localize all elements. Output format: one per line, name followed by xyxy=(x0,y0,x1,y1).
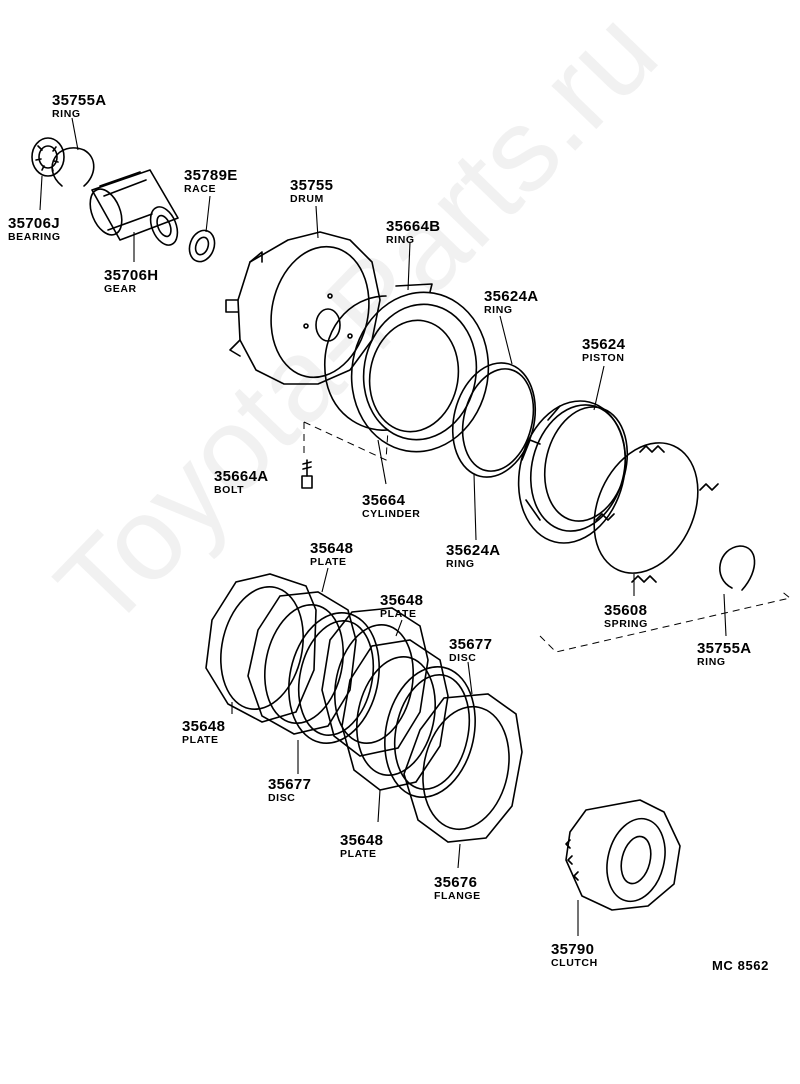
plate-35648-b[interactable] xyxy=(247,591,357,735)
plate-35648-a[interactable] xyxy=(205,573,317,723)
gear-35706h[interactable] xyxy=(84,169,183,249)
drum-35755[interactable] xyxy=(225,231,381,387)
flange-35676[interactable] xyxy=(403,693,523,843)
snap-ring-35755a-top[interactable] xyxy=(51,147,95,187)
clutch-pack xyxy=(205,573,523,843)
clutch-35790[interactable] xyxy=(565,799,681,911)
leader-lines xyxy=(39,117,727,936)
bearing-35706j[interactable] xyxy=(31,137,65,177)
ring-35664b[interactable] xyxy=(324,295,389,431)
snap-ring-35755a-right[interactable] xyxy=(719,545,756,591)
piston-35624[interactable] xyxy=(504,390,640,555)
diagram-code: MC 8562 xyxy=(712,958,769,973)
plate-35648-d[interactable] xyxy=(341,639,449,791)
ring-35624a-outer[interactable] xyxy=(441,354,547,486)
ring-35624a-inner[interactable] xyxy=(452,361,543,478)
cylinder-35664[interactable] xyxy=(339,281,501,462)
spring-35608[interactable] xyxy=(574,426,719,589)
alignment-lines xyxy=(303,421,792,653)
disc-35677-b[interactable] xyxy=(373,658,487,805)
race-35789e[interactable] xyxy=(185,227,218,265)
disc-35677-a[interactable] xyxy=(277,604,391,751)
bolt-35664a[interactable] xyxy=(301,459,313,489)
